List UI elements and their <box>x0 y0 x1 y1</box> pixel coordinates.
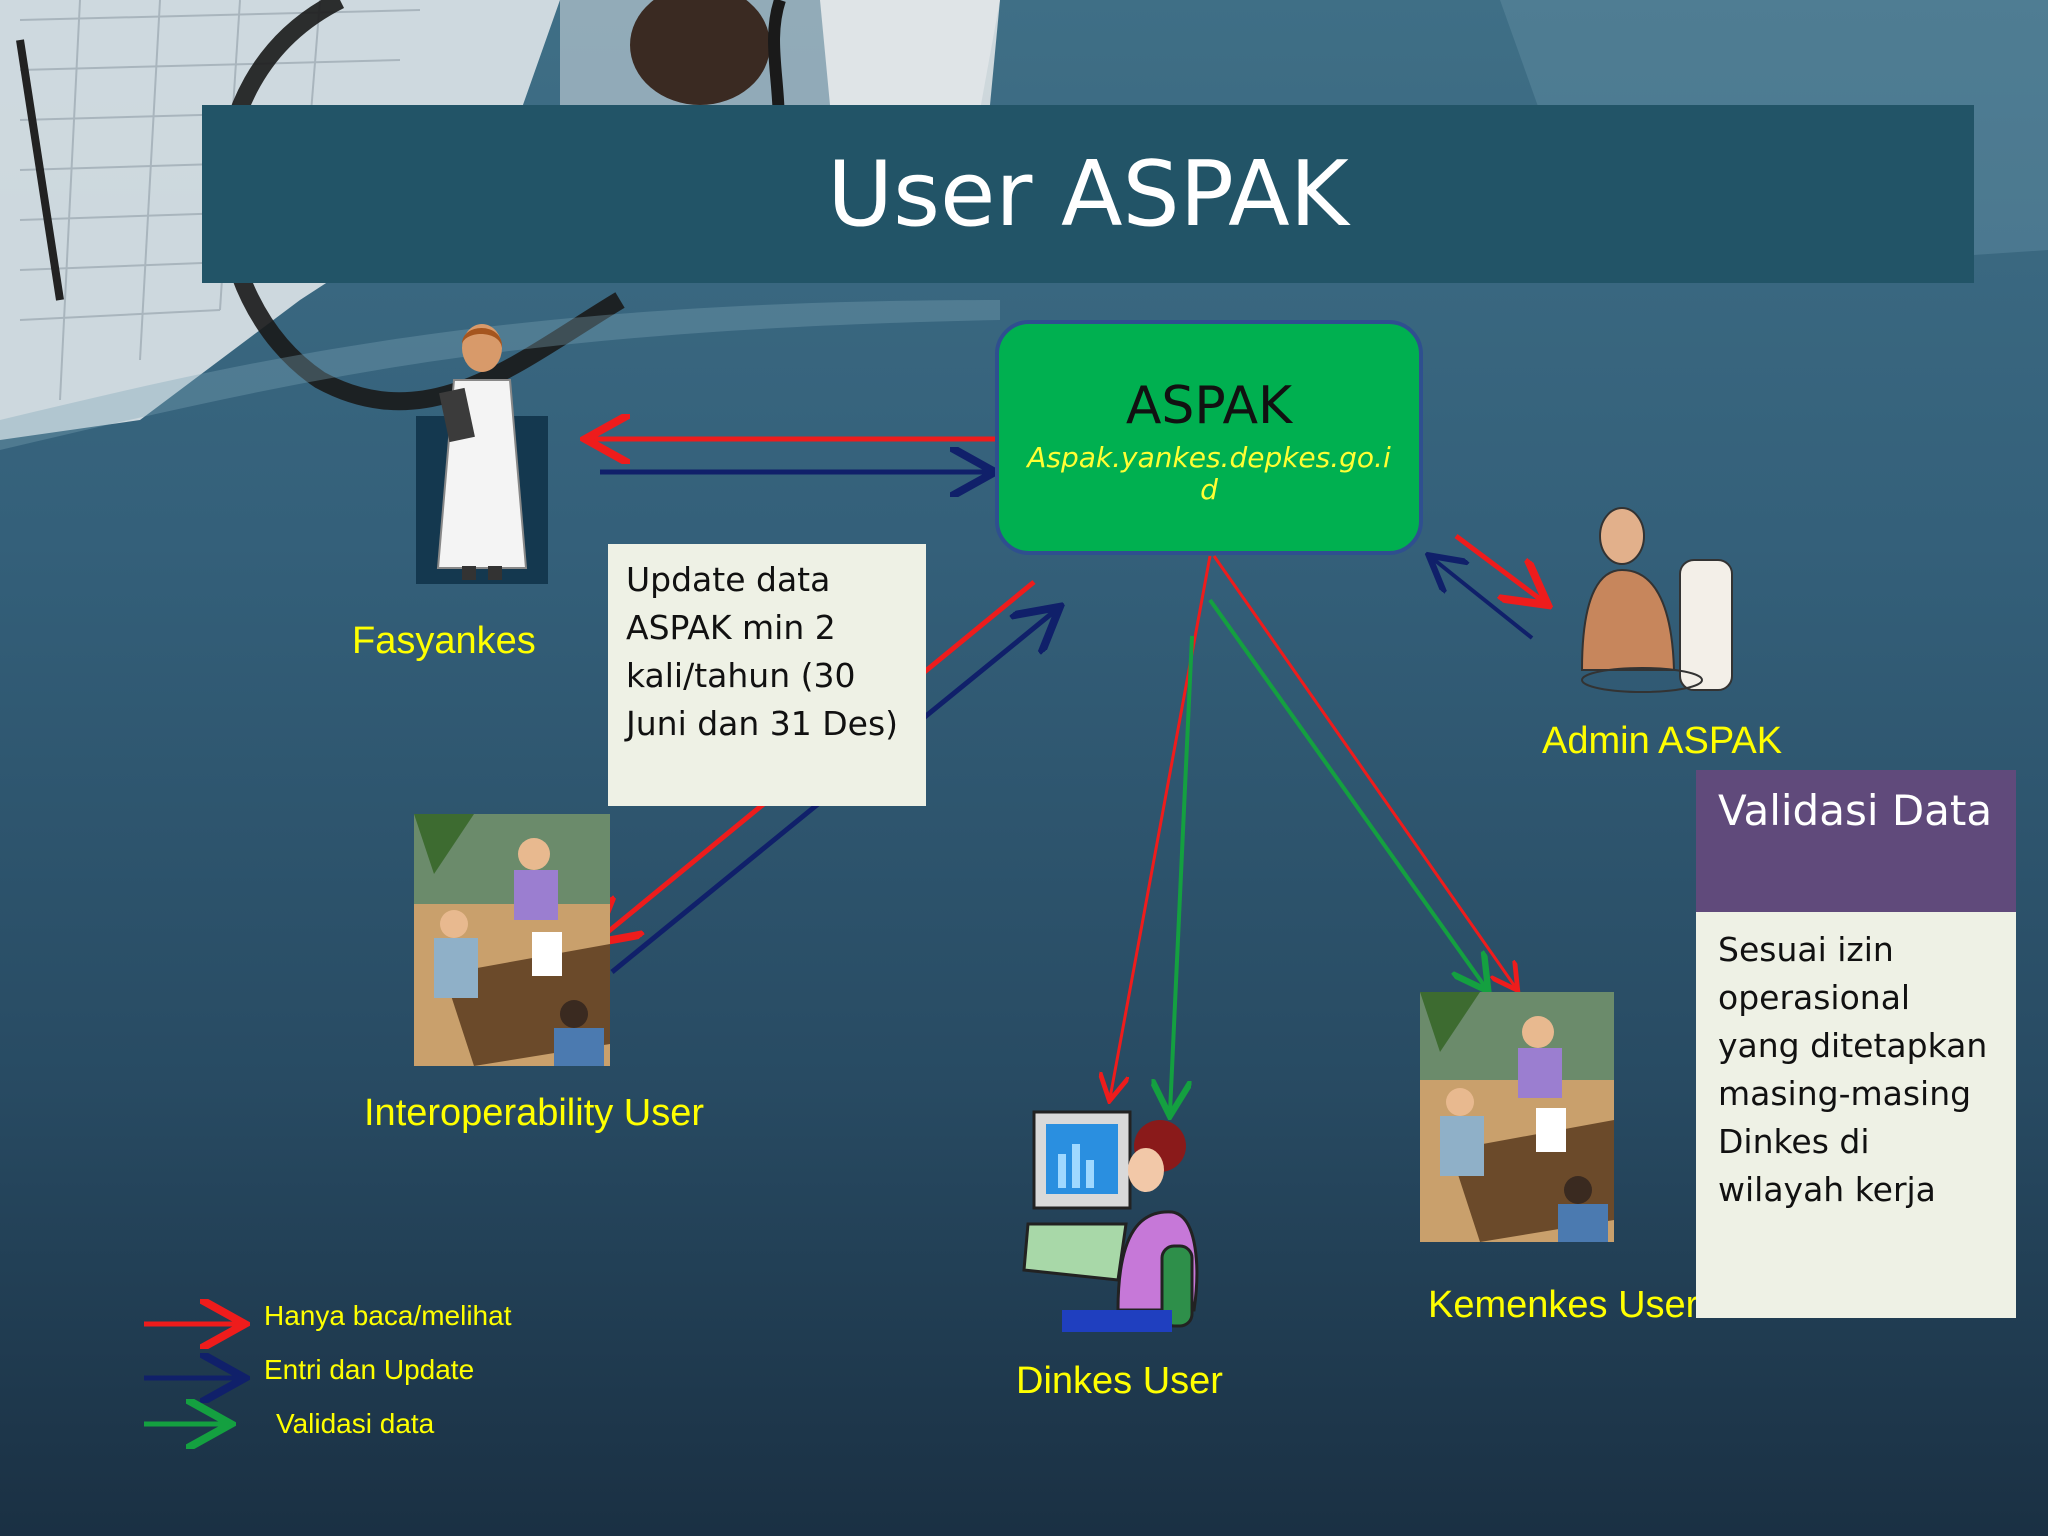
arrow-validate-kemenkes <box>1208 598 1486 988</box>
aspak-url[interactable]: Aspak.yankes.depkes.go.id <box>1027 441 1391 506</box>
meeting-group-icon <box>414 814 610 1066</box>
legend-label-read: Hanya baca/melihat <box>264 1300 512 1331</box>
arrow-read-dinkes <box>1110 555 1212 1098</box>
legend-label-validate: Validasi data <box>276 1408 435 1439</box>
doctor-icon <box>416 324 548 584</box>
slide-title: User ASPAK <box>827 141 1349 247</box>
label-fasyankes: Fasyankes <box>352 620 536 662</box>
admin-operator-icon <box>1580 507 1733 693</box>
validasi-body: Sesuai izin operasional yang ditetapkan … <box>1696 912 2016 1318</box>
legend-label-entry: Entri dan Update <box>264 1354 475 1385</box>
title-banner: User ASPAK <box>202 105 1974 283</box>
label-kemenkes-user: Kemenkes User <box>1428 1284 1699 1326</box>
aspak-title: ASPAK <box>1125 376 1293 436</box>
arrow-entry-admin <box>1432 558 1534 640</box>
update-note-box: Update data ASPAK min 2 kali/tahun (30 J… <box>608 544 926 806</box>
validasi-title: Validasi Data <box>1718 786 1993 835</box>
label-dinkes-user: Dinkes User <box>1016 1360 1223 1402</box>
computer-user-icon <box>1022 1110 1199 1332</box>
arrow-read-kemenkes <box>1212 555 1516 988</box>
arrow-validate-dinkes <box>1170 635 1194 1112</box>
meeting-group-icon-2 <box>1420 992 1614 1242</box>
update-note-text: Update data ASPAK min 2 kali/tahun (30 J… <box>626 560 899 743</box>
label-admin-aspak: Admin ASPAK <box>1542 720 1783 762</box>
validasi-text: Sesuai izin operasional yang ditetapkan … <box>1718 930 1988 1209</box>
label-interoperability-user: Interoperability User <box>364 1092 705 1134</box>
validasi-data-box: Validasi Data Sesuai izin operasional ya… <box>1696 770 2016 1318</box>
validasi-header: Validasi Data <box>1696 770 2016 912</box>
legend-arrows <box>144 1290 400 1460</box>
arrow-read-admin <box>1454 534 1544 602</box>
aspak-system-box: ASPAK Aspak.yankes.depkes.go.id <box>995 320 1423 555</box>
